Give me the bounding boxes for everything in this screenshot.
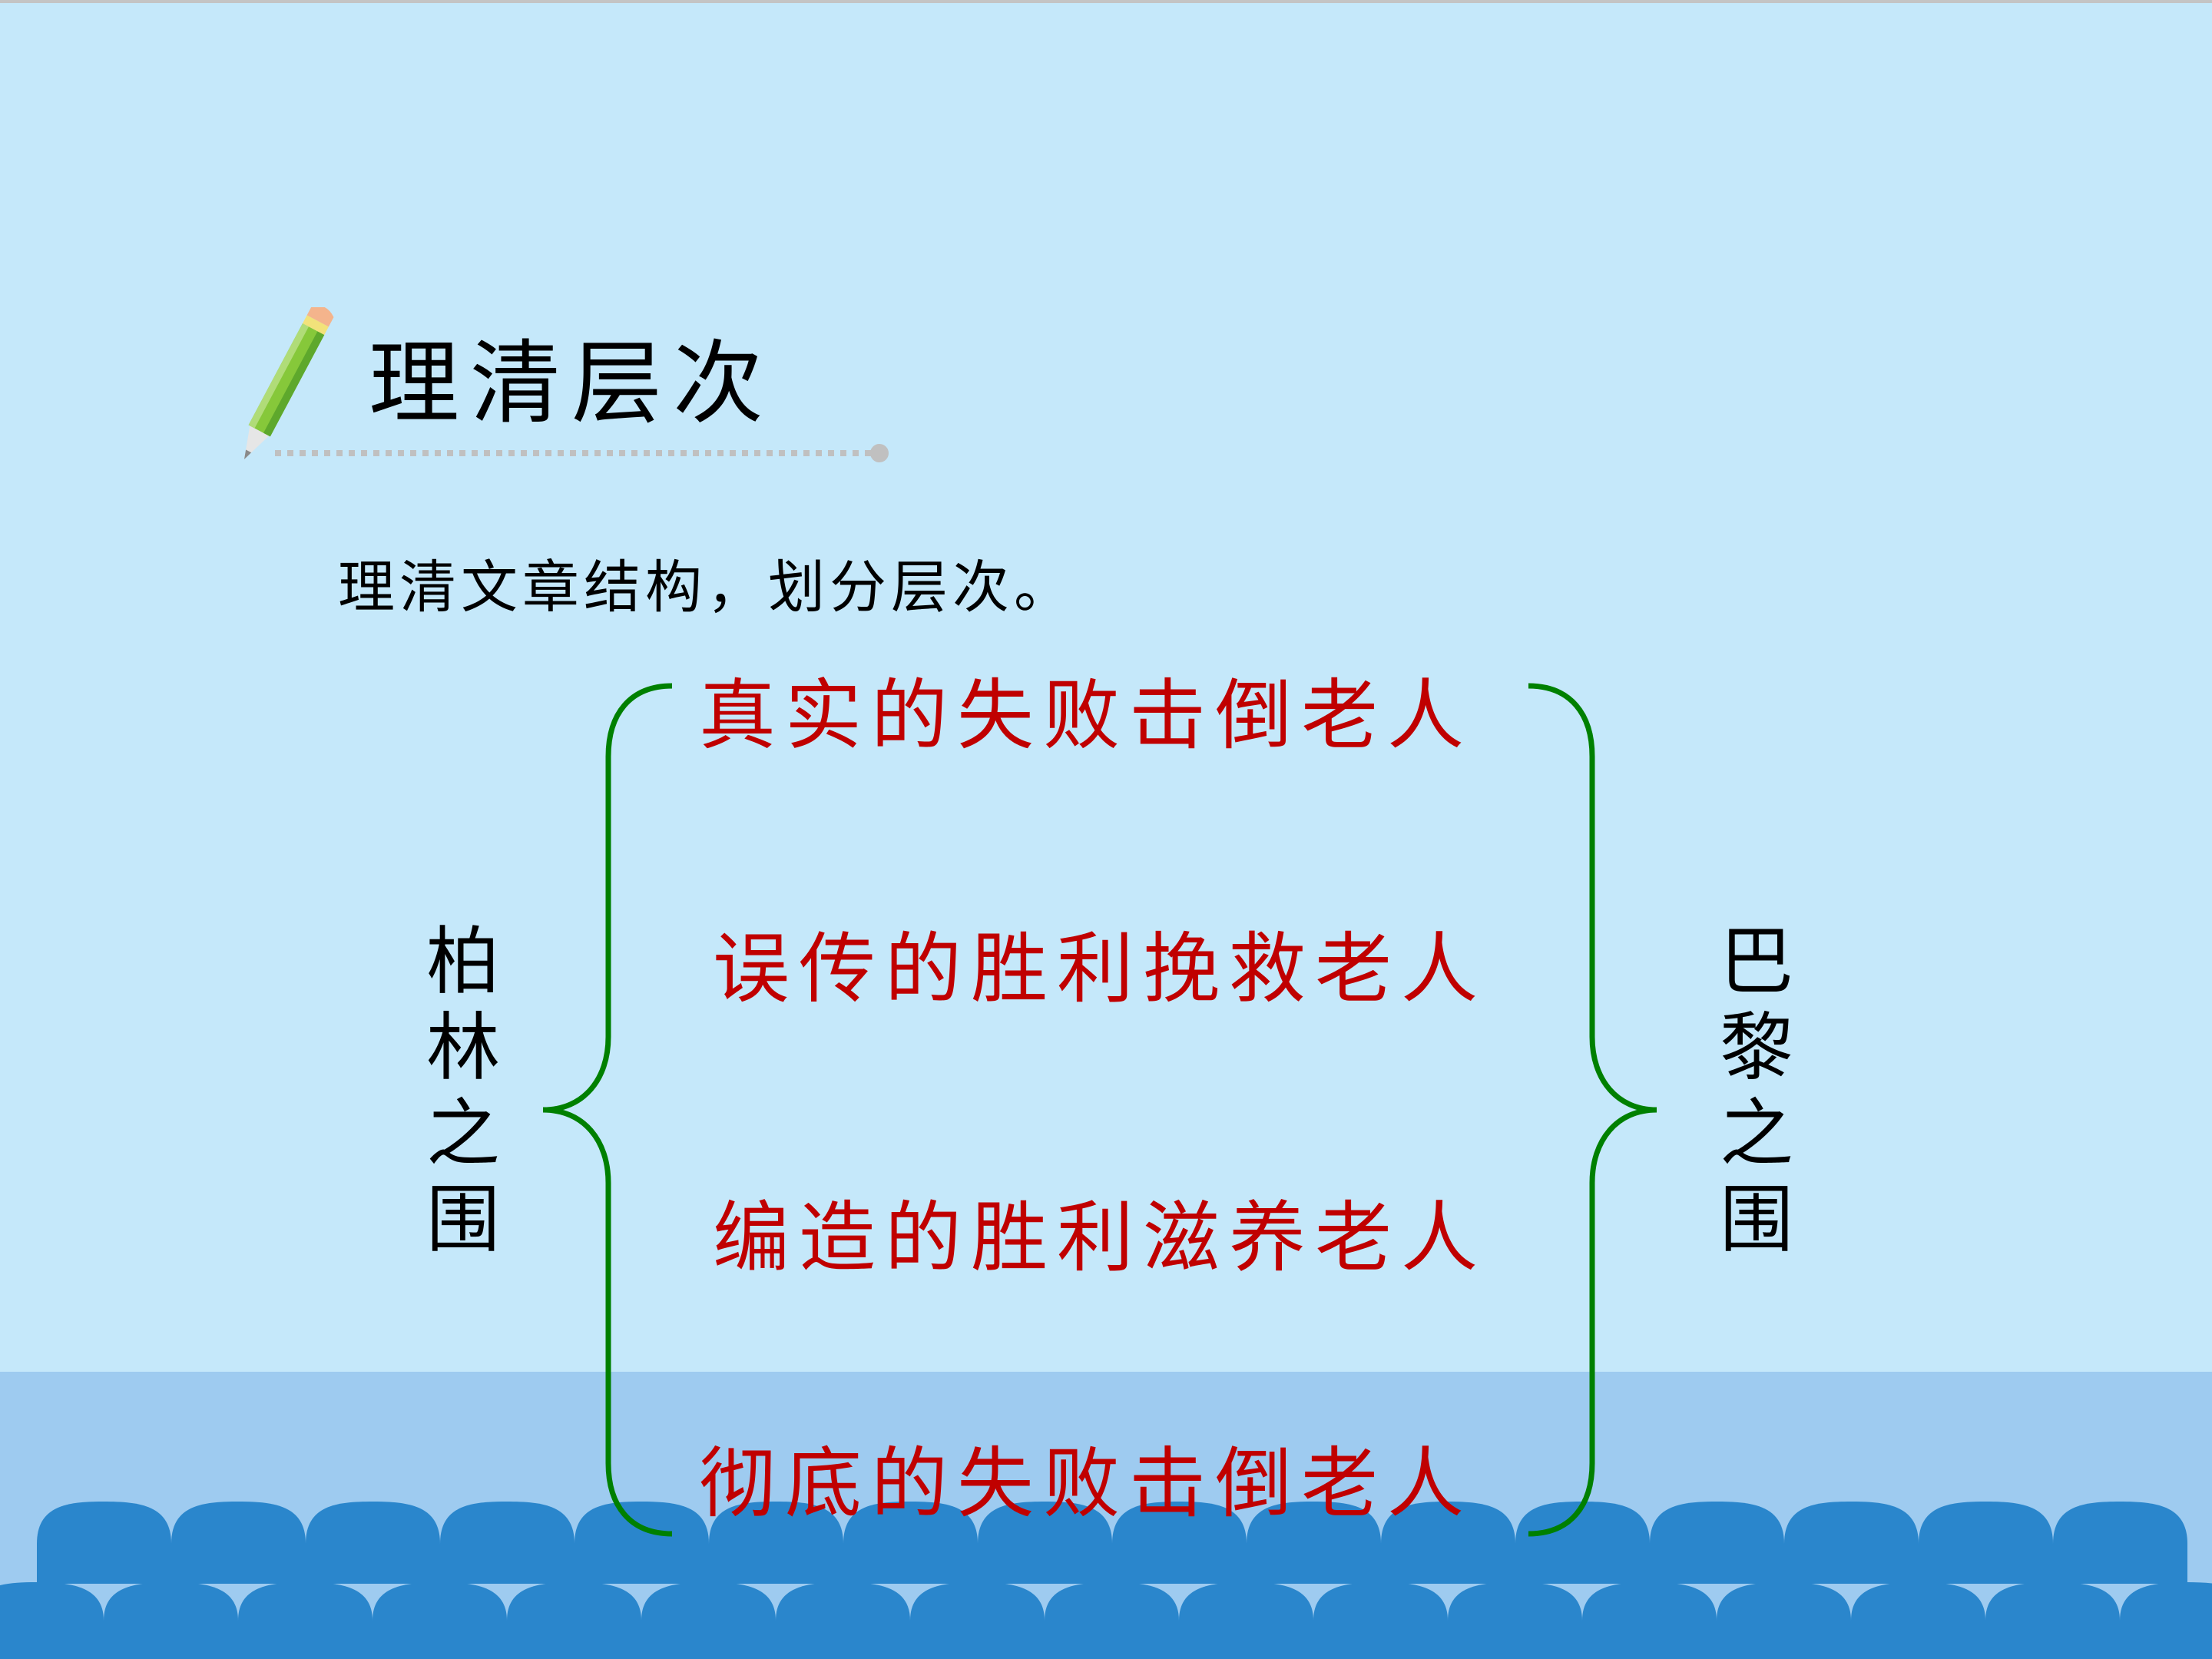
label-char: 黎 <box>1720 1005 1793 1091</box>
section-heading: 理清层次 <box>230 307 906 476</box>
section-line-3: 编造的胜利滋养老人 <box>713 1193 1487 1283</box>
instruction-text: 理清文章结构，划分层次。 <box>338 555 1075 621</box>
label-char: 巴 <box>1720 919 1793 1005</box>
label-char: 之 <box>426 1091 500 1177</box>
label-char: 围 <box>1720 1177 1793 1263</box>
label-char: 之 <box>1720 1091 1793 1177</box>
label-char: 围 <box>426 1177 500 1263</box>
left-label-berlin-siege: 柏 林 之 围 <box>421 919 505 1263</box>
pencil-icon <box>244 307 889 462</box>
page-title: 理清层次 <box>369 330 775 436</box>
section-line-2: 误传的胜利挽救老人 <box>713 924 1487 1014</box>
top-border <box>0 0 2212 3</box>
right-label-paris-siege: 巴 黎 之 围 <box>1714 919 1799 1263</box>
section-line-4: 彻底的失败击倒老人 <box>699 1439 1473 1528</box>
label-char: 柏 <box>426 919 500 1005</box>
label-char: 林 <box>426 1005 500 1091</box>
section-line-1: 真实的失败击倒老人 <box>699 671 1473 760</box>
